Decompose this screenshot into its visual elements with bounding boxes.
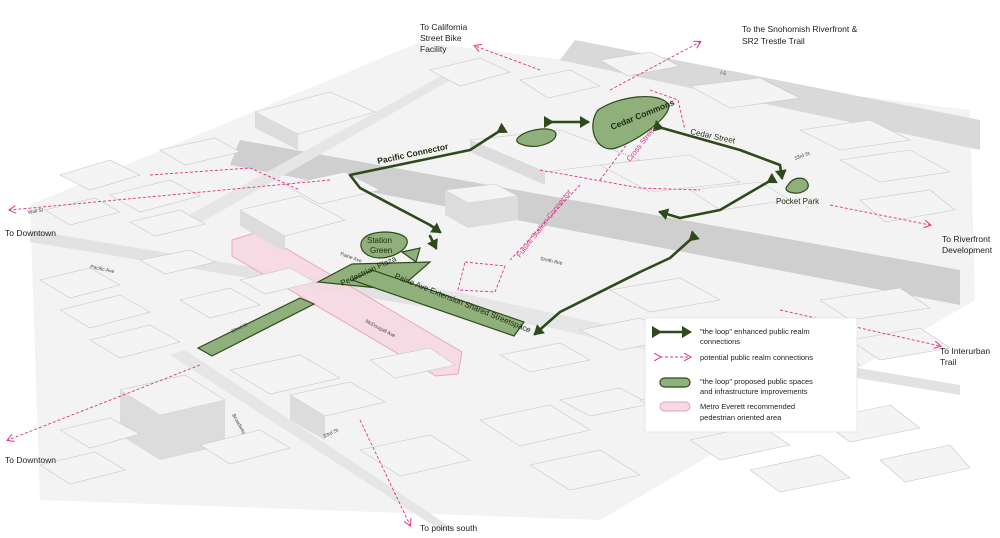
- potential-points-south: [359, 419, 410, 525]
- small-plaza-space: [516, 128, 557, 147]
- 32nd-st-space: [196, 297, 316, 357]
- legend: "the loop" enhanced public realm connect…: [644, 317, 858, 433]
- potential-connections: [8, 42, 940, 525]
- legend-metro-text-1: Metro Everett recommended: [700, 402, 795, 411]
- legend-proposed-text-1: "the loop" proposed public spaces: [700, 377, 813, 386]
- i5-label: I-5: [720, 70, 727, 77]
- downtown-west-label: To Downtown: [5, 228, 56, 238]
- potential-downtown-sw: [8, 364, 201, 440]
- highway-corridor: [230, 140, 960, 305]
- proposed-public-spaces: [196, 96, 809, 357]
- riverfront-label-1: To Riverfront: [942, 234, 991, 244]
- california-bike-label-2: Street Bike: [420, 33, 462, 43]
- legend-metro-swatch: [659, 401, 691, 412]
- potential-snohomish: [609, 42, 700, 91]
- station-green-label-1: Station: [367, 236, 392, 245]
- downtown-southwest-label: To Downtown: [5, 455, 56, 465]
- loop-connections: [348, 116, 787, 336]
- interurban-label-2: Trail: [940, 357, 956, 367]
- potential-riverfront: [829, 204, 930, 225]
- potential-future-station: [509, 184, 581, 261]
- buildings: [39, 51, 971, 493]
- loop-station-link: [427, 234, 438, 250]
- loop-pacific-connector: [348, 122, 508, 234]
- broadway-road-south: [170, 350, 455, 530]
- pocket-park-space: [785, 177, 809, 194]
- station-green-space: [360, 231, 408, 259]
- broadway-road-north: [180, 60, 482, 226]
- points-south-label: To points south: [420, 523, 477, 533]
- 33rd-st-east-label: 33rd St: [794, 151, 812, 162]
- legend-potential-text: potential public realm connections: [700, 353, 813, 362]
- station-triangle-space: [400, 247, 421, 263]
- loop-cedar-street: [652, 120, 787, 180]
- interurban-label-1: To Interurban: [940, 346, 990, 356]
- legend-proposed-text-2: and infrastructure improvements: [700, 387, 808, 396]
- california-bike-label-1: To California: [420, 22, 468, 32]
- potential-cedar-loop-dashed: [649, 89, 686, 131]
- loop-east-connector: [658, 172, 778, 221]
- smith-ave-label: Smith Ave: [540, 256, 563, 267]
- snohomish-label-1: To the Snohomish Riverfront &: [742, 24, 858, 34]
- pacific-ave-label: Pacific Ave: [90, 264, 115, 275]
- legend-proposed-swatch: [659, 377, 691, 388]
- legend-enhanced-text-2: connections: [700, 337, 740, 346]
- snohomish-label-2: SR2 Trestle Trail: [742, 36, 805, 46]
- pocket-park-label: Pocket Park: [776, 197, 820, 206]
- loop-south-connector: [533, 230, 700, 336]
- station-green-label-2: Green: [370, 246, 392, 255]
- potential-station-loop: [457, 261, 506, 293]
- paine-extension-space: [350, 269, 525, 337]
- legend-enhanced-text-1: "the loop" enhanced public realm: [700, 327, 810, 336]
- potential-california-bike: [475, 46, 541, 71]
- riverfront-label-2: Development: [942, 245, 993, 255]
- potential-interurban: [779, 309, 940, 346]
- california-bike-label-3: Facility: [420, 44, 447, 54]
- potential-pacific-arc: [149, 167, 301, 191]
- potential-wall-st: [10, 179, 331, 210]
- legend-metro-text-2: pedestrian oriented area: [700, 413, 782, 422]
- wall-st-label: Wall St: [27, 207, 44, 216]
